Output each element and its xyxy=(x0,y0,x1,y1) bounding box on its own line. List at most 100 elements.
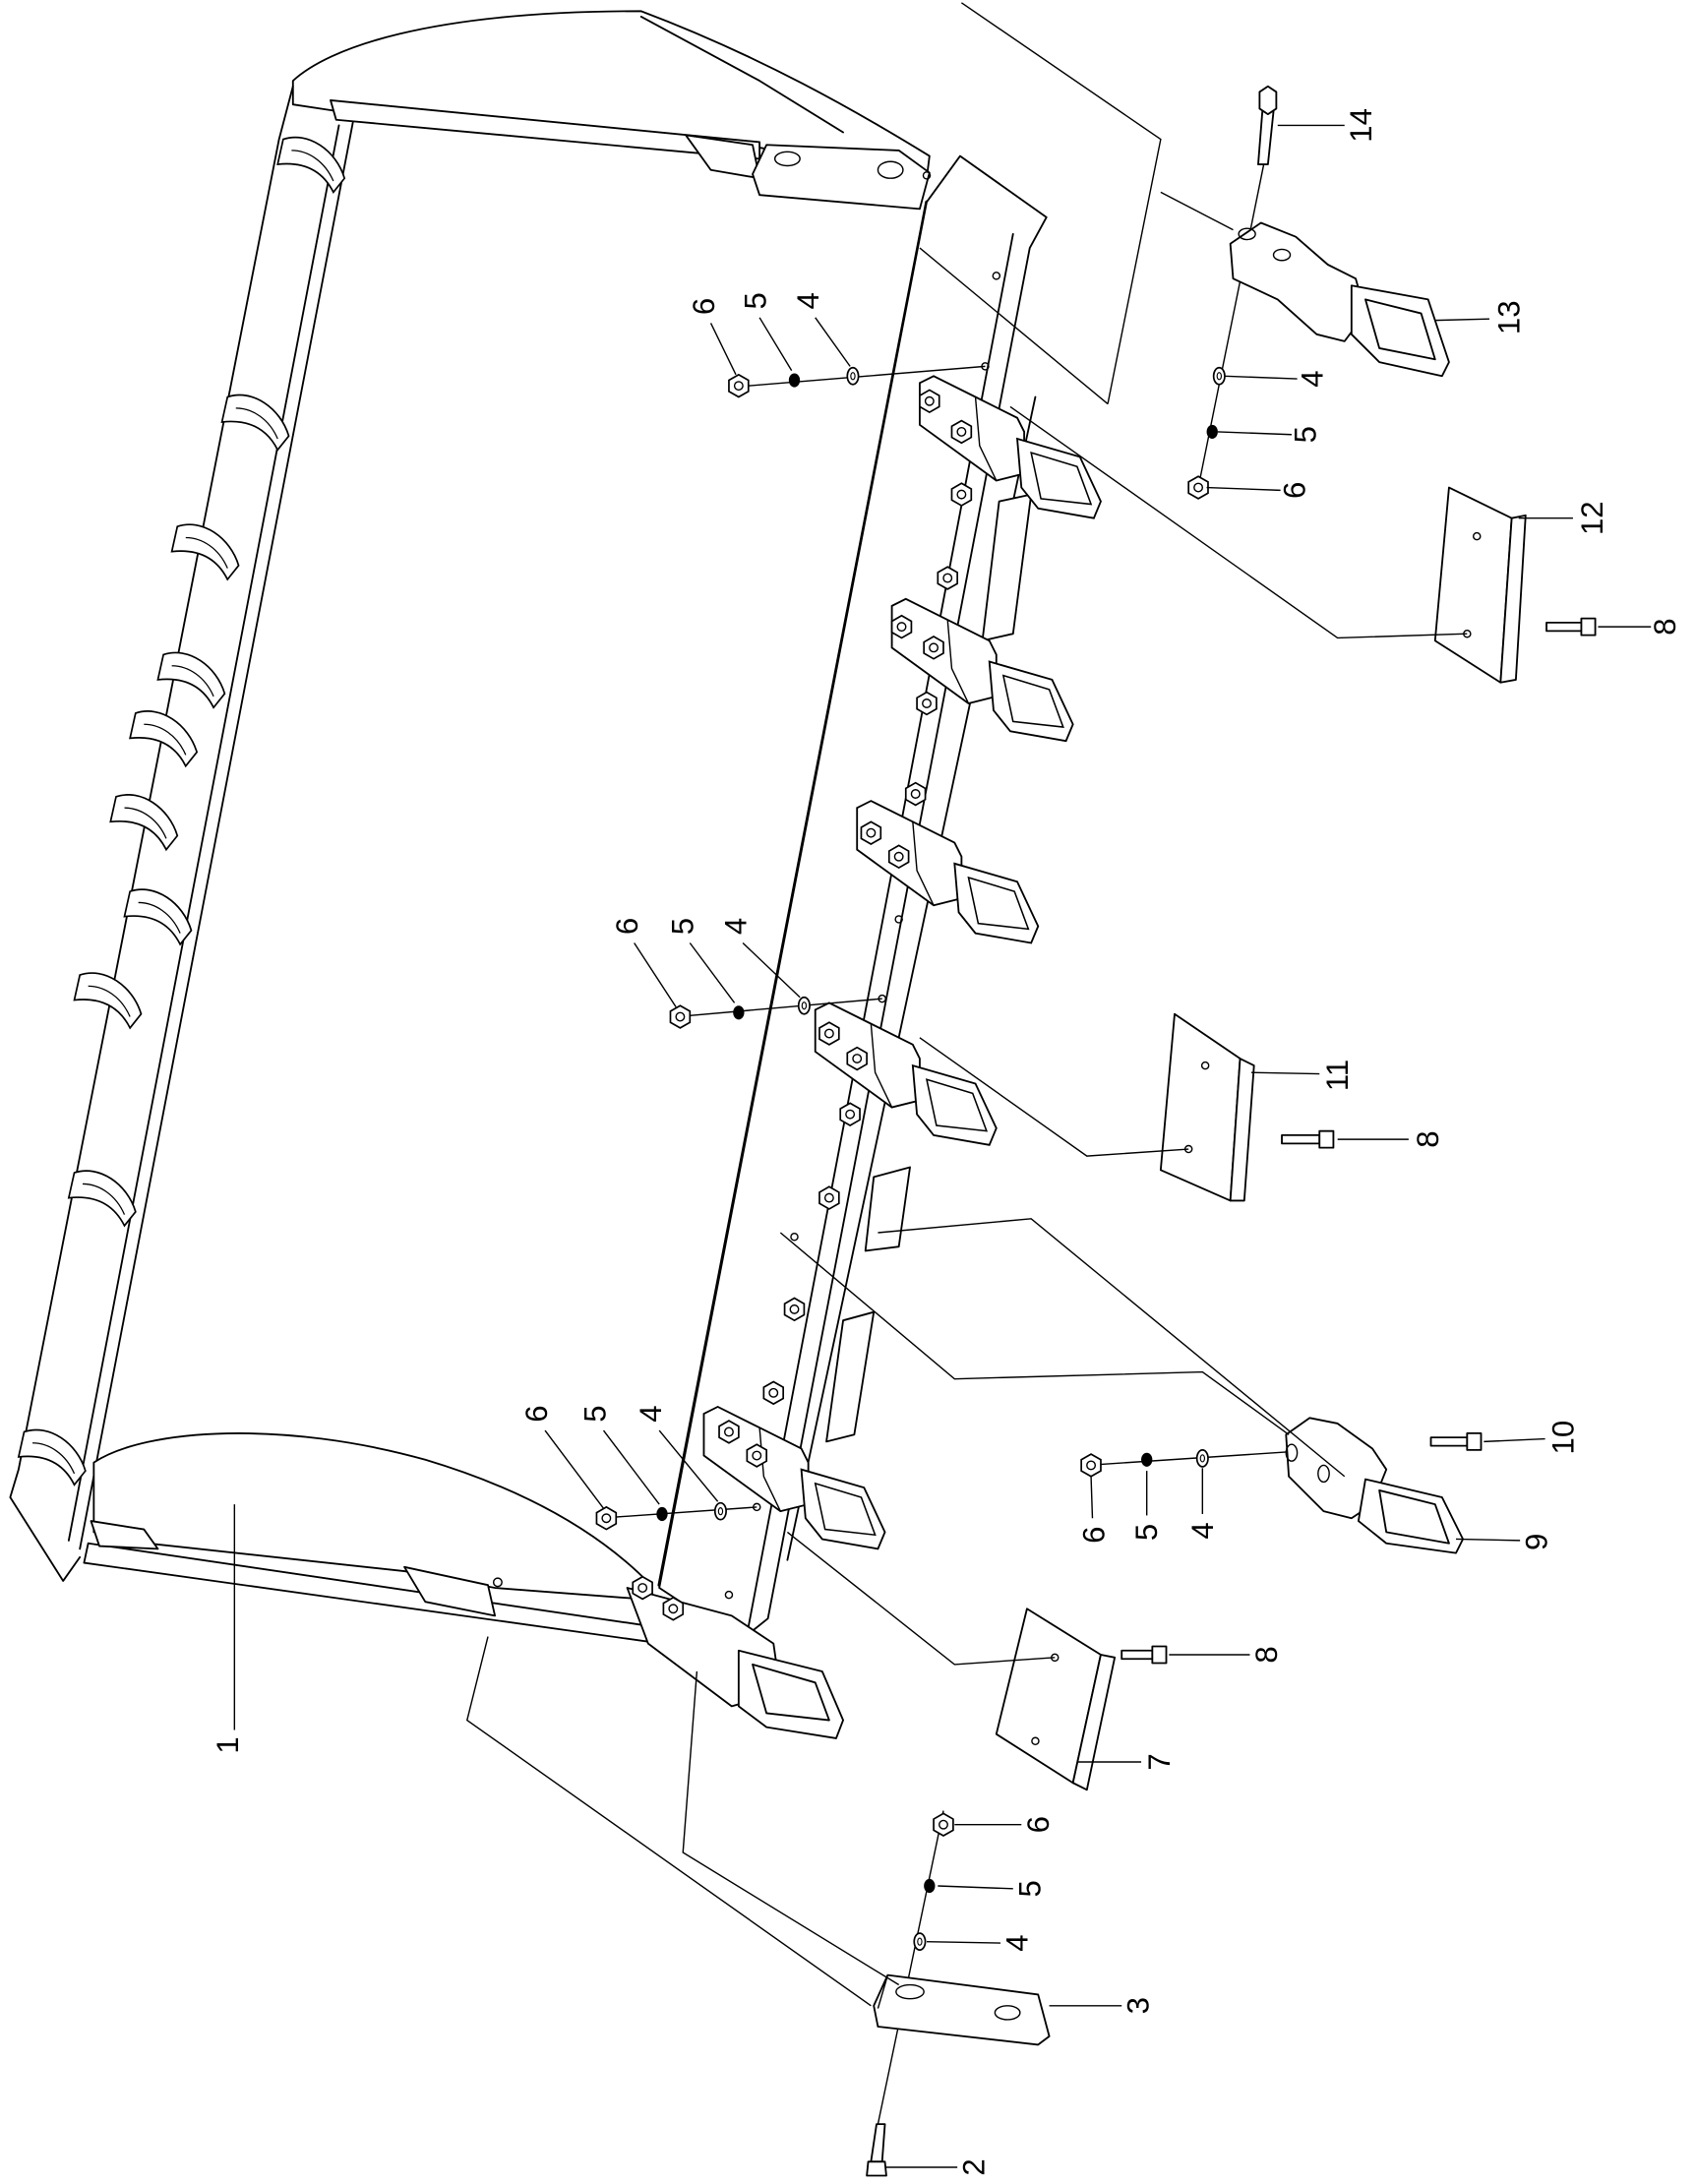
edge-nut xyxy=(890,614,913,639)
adapter-part-13-tooth-face xyxy=(1364,298,1436,361)
adapter-hole xyxy=(1238,227,1256,241)
wear-plate-part-7 xyxy=(995,1608,1168,1791)
callout-label: 7 xyxy=(1142,1753,1177,1770)
bolt-part-8-head xyxy=(1318,1129,1335,1149)
nut-part-6 xyxy=(669,1004,692,1029)
side-cutter-edge xyxy=(877,1974,889,2009)
plate-face xyxy=(1159,1012,1242,1202)
corner-tooth-face xyxy=(752,1663,830,1722)
leader-line xyxy=(742,941,801,999)
callout-label: 14 xyxy=(1344,108,1378,143)
bolt-part-8-head xyxy=(1151,1645,1168,1665)
edge-nut xyxy=(923,636,944,660)
callout-label: 11 xyxy=(1320,1060,1355,1091)
leader-line xyxy=(1224,375,1298,380)
callout-label: 5 xyxy=(1289,426,1323,443)
top-corner-plate xyxy=(752,144,931,211)
adapter-part-13-body xyxy=(1229,221,1366,342)
leader-line xyxy=(689,942,736,1003)
corner-plate-hole xyxy=(773,151,801,167)
callout-label: 5 xyxy=(1012,1880,1047,1897)
wear-plate-part-12 xyxy=(1433,486,1597,684)
callout-labels: 14 13 4 5 6 12 8 6 5 4 6 5 4 6 5 4 1 11 … xyxy=(211,108,1682,2176)
callout-label: 6 xyxy=(1021,1816,1056,1833)
back-rib xyxy=(68,1170,137,1227)
lock-washer-part-5 xyxy=(788,373,801,388)
leader-line xyxy=(1484,1437,1545,1443)
callout-label: 3 xyxy=(1121,1997,1156,2014)
callout-label: 4 xyxy=(1296,370,1330,387)
side-cutter-hole xyxy=(492,1577,503,1588)
fastener-axis xyxy=(877,1810,944,2125)
nut-part-6 xyxy=(933,1812,954,1837)
callout-label: 1 xyxy=(211,1736,245,1753)
bolt-part-8-shank xyxy=(1121,1649,1154,1661)
assembly-line-part-13 xyxy=(960,2,1162,404)
top-side-plate xyxy=(291,10,931,180)
corner-plate-hole xyxy=(877,160,904,179)
leader-line xyxy=(1250,1071,1320,1075)
back-plate-lip xyxy=(79,121,354,1550)
bolt-part-10-head xyxy=(1466,1431,1483,1451)
edge-wear-strip xyxy=(825,1310,876,1443)
lock-washer-part-5 xyxy=(733,1005,745,1020)
leader-line xyxy=(634,942,677,1008)
bolt-part-14-shank xyxy=(1257,110,1275,165)
leader-line xyxy=(1217,431,1292,436)
bottom-corner-adapter xyxy=(626,1587,844,1739)
leader-line xyxy=(1206,486,1281,492)
callout-label: 13 xyxy=(1491,300,1526,334)
back-rib xyxy=(109,794,179,851)
edge-wear-strip xyxy=(864,1166,911,1252)
edge-nut xyxy=(950,419,973,445)
leader-line xyxy=(1090,1476,1094,1519)
callout-label: 6 xyxy=(519,1405,554,1422)
plate-side xyxy=(1071,1654,1117,1791)
plate-hole xyxy=(1200,1061,1210,1070)
fastener-axis xyxy=(1086,1450,1297,1467)
nut-part-6 xyxy=(595,1506,618,1531)
edge-nut xyxy=(887,844,910,869)
edge-nut xyxy=(839,1102,861,1126)
edge-nut xyxy=(860,820,882,845)
back-rib xyxy=(129,710,198,767)
edge-nut xyxy=(937,566,958,590)
nut-part-6 xyxy=(1187,475,1209,500)
back-rib xyxy=(156,651,226,709)
leader-line xyxy=(926,1940,1001,1944)
bolt-part-14-head xyxy=(1258,85,1278,116)
side-cutter-hole xyxy=(895,1983,925,2000)
edge-nut xyxy=(632,1575,653,1601)
adapter-part-9-tooth xyxy=(1357,1478,1465,1554)
leader-line xyxy=(938,1885,1013,1890)
cutting-edge-face-line xyxy=(747,232,1014,1628)
side-cutter-part-3 xyxy=(873,1973,1051,2046)
corner-adapter-part-13-group xyxy=(1187,85,1450,500)
adapter-hole xyxy=(1272,248,1292,262)
callout-label: 8 xyxy=(1249,1646,1284,1663)
fastener-stack-middle xyxy=(669,996,882,1029)
washer-part-4 xyxy=(797,996,811,1015)
leader-line xyxy=(658,1429,719,1502)
back-plate-lip-inner xyxy=(67,124,340,1542)
edge-hole xyxy=(790,1232,799,1242)
wear-plate-part-11 xyxy=(1159,1012,1335,1202)
adapter-hole xyxy=(1317,1464,1330,1484)
edge-nut xyxy=(818,1021,840,1046)
side-cutter-hole xyxy=(994,2005,1021,2021)
washer-part-4 xyxy=(846,366,860,386)
edge-nut xyxy=(662,1597,685,1621)
washer-part-4 xyxy=(1212,366,1226,386)
adapter-hole xyxy=(1285,1443,1299,1462)
callout-leaders xyxy=(233,124,1652,2168)
assembly-line-part-3 xyxy=(465,1636,872,2007)
back-rib xyxy=(73,972,143,1029)
bolt-part-8-head xyxy=(1580,617,1597,637)
leader-line xyxy=(815,317,851,367)
assembly-line-part-11 xyxy=(919,1037,1189,1157)
assembly-line-part-9 xyxy=(779,1232,1290,1435)
edge-nut xyxy=(818,1185,840,1210)
callout-label: 6 xyxy=(1277,482,1311,499)
leader-line xyxy=(709,323,737,376)
leader-line xyxy=(758,317,793,371)
